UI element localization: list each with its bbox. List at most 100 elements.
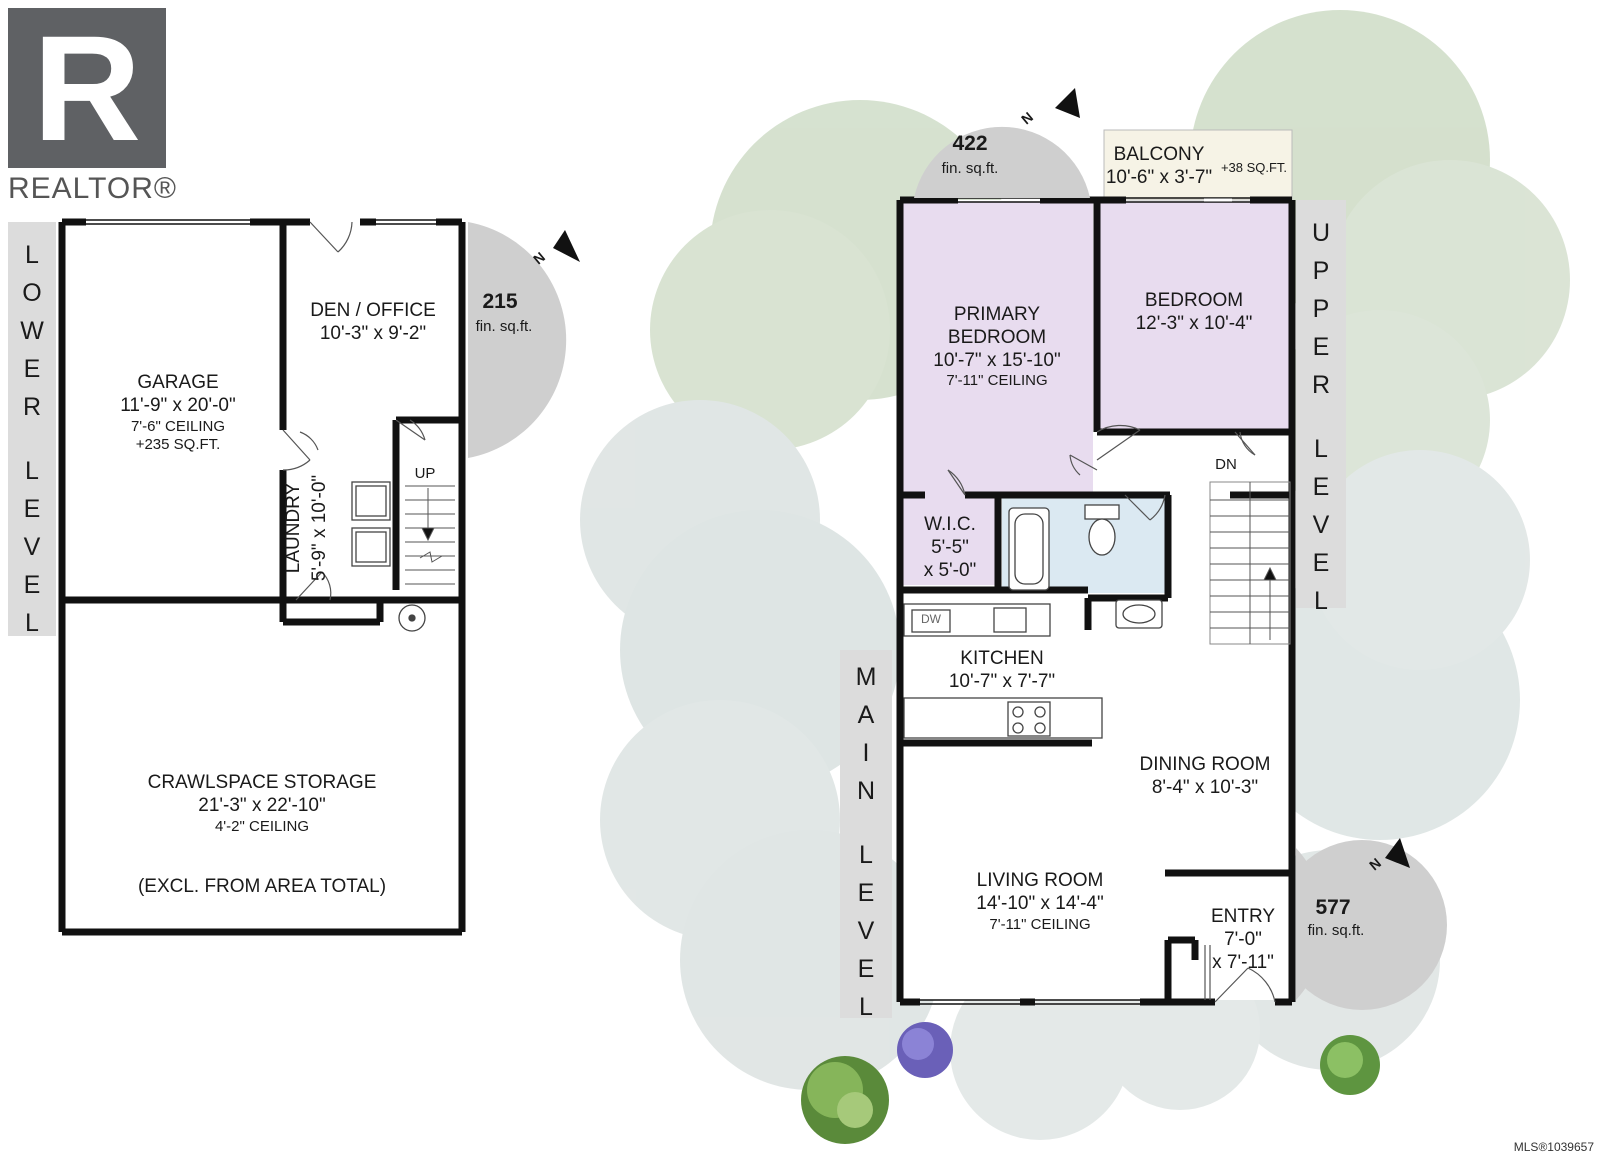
room-entry: ENTRY 7'-0" x 7'-11"	[1198, 906, 1288, 974]
level-letter: L	[1314, 587, 1328, 615]
level-letter: E	[23, 495, 41, 523]
primary-bedroom-name-1: PRIMARY	[953, 304, 1041, 325]
lower-area-unit: fin. sq.ft.	[475, 318, 533, 335]
den-dims: 10'-3" x 9'-2"	[319, 322, 427, 344]
level-letter: L	[1314, 435, 1328, 463]
garage-ceiling: 7'-6" CEILING	[130, 417, 226, 435]
dining-name: DINING ROOM	[1139, 754, 1271, 775]
dishwasher-label: DW	[921, 612, 941, 626]
primary-bedroom-ceiling: 7'-11" CEILING	[946, 372, 1048, 390]
lower-level-plan	[58, 218, 466, 936]
crawlspace-note: (EXCL. FROM AREA TOTAL)	[137, 875, 387, 897]
room-laundry: LAUNDRY 5'-9" x 10'-0"	[281, 453, 333, 603]
primary-bedroom-dims: 10'-7" x 15'-10"	[933, 349, 1061, 371]
den-name: DEN / OFFICE	[310, 300, 436, 321]
realtor-wordmark: REALTOR®	[8, 172, 178, 205]
level-letter: V	[1312, 511, 1330, 539]
living-dims: 14'-10" x 14'-4"	[976, 892, 1104, 914]
garage-extra: +235 SQ.FT.	[135, 435, 221, 453]
logo-letter: R	[32, 4, 142, 172]
main-area-unit: fin. sq.ft.	[1307, 922, 1365, 939]
crawlspace-ceiling: 4'-2" CEILING	[214, 817, 310, 835]
laundry-dims: 5'-9" x 10'-0"	[309, 474, 330, 582]
compass-lower	[468, 222, 580, 458]
level-letter: N	[856, 777, 876, 805]
room-kitchen: KITCHEN 10'-7" x 7'-7"	[904, 648, 1100, 694]
garage-dims: 11'-9" x 20'-0"	[120, 394, 236, 416]
kitchen-dims: 10'-7" x 7'-7"	[948, 670, 1056, 692]
level-letter: E	[857, 955, 875, 983]
primary-bedroom-name-2: BEDROOM	[947, 326, 1047, 348]
lower-area-value: 215	[482, 290, 518, 313]
wic-dims-1: 5'-5"	[931, 536, 969, 558]
upper-main-plan	[896, 129, 1296, 1006]
level-word-gap	[840, 810, 892, 836]
compass-main	[1296, 838, 1447, 1010]
room-garage: GARAGE 11'-9" x 20'-0" 7'-6" CEILING +23…	[72, 372, 284, 454]
level-letter: A	[857, 701, 875, 729]
compass-upper	[914, 88, 1090, 198]
level-letter: E	[1312, 549, 1330, 577]
dining-dims: 8'-4" x 10'-3"	[1151, 776, 1259, 798]
entry-name: ENTRY	[1210, 906, 1276, 927]
level-letter: I	[862, 739, 870, 767]
level-letter: P	[1312, 295, 1330, 323]
room-crawlspace: CRAWLSPACE STORAGE 21'-3" x 22'-10" 4'-2…	[62, 772, 462, 898]
level-letter: L	[859, 993, 873, 1021]
level-letter: L	[25, 609, 39, 637]
level-letter: O	[22, 279, 42, 307]
level-letter: L	[25, 241, 39, 269]
level-letter: E	[857, 879, 875, 907]
room-dining: DINING ROOM 8'-4" x 10'-3"	[1120, 754, 1290, 800]
kitchen-name: KITCHEN	[960, 648, 1044, 669]
balcony-name: BALCONY	[1113, 144, 1205, 165]
living-ceiling: 7'-11" CEILING	[989, 915, 1091, 933]
stairs-down-label: DN	[1215, 456, 1237, 473]
level-letter: V	[23, 533, 41, 561]
balcony-extra: +38 SQ.FT.	[1220, 160, 1288, 175]
crawlspace-name: CRAWLSPACE STORAGE	[147, 772, 377, 793]
wic-name: W.I.C.	[924, 514, 976, 535]
stairs-up-label: UP	[414, 465, 436, 482]
realtor-logo: R	[8, 8, 166, 168]
entry-dims-2: x 7'-11"	[1212, 951, 1274, 973]
upper-area-value: 422	[952, 132, 988, 155]
plant-decoration	[801, 1022, 1380, 1144]
bedroom-name: BEDROOM	[1144, 290, 1244, 311]
level-letter: E	[1312, 473, 1330, 501]
room-primary-bedroom: PRIMARY BEDROOM 10'-7" x 15'-10" 7'-11" …	[902, 304, 1092, 390]
level-letter: P	[1312, 257, 1330, 285]
bedroom-dims: 12'-3" x 10'-4"	[1135, 312, 1253, 334]
crawlspace-dims: 21'-3" x 22'-10"	[198, 794, 326, 816]
foliage-background	[580, 10, 1570, 1140]
level-letter: L	[25, 457, 39, 485]
main-area-value: 577	[1315, 896, 1351, 919]
room-wic: W.I.C. 5'-5" x 5'-0"	[904, 514, 996, 582]
level-letter: R	[22, 393, 42, 421]
level-letter: R	[1311, 371, 1331, 399]
mls-number: MLS®1039657	[1513, 1140, 1594, 1154]
room-den: DEN / OFFICE 10'-3" x 9'-2"	[286, 300, 460, 346]
garage-name: GARAGE	[137, 372, 219, 393]
level-word-gap	[1296, 404, 1346, 430]
upper-area-unit: fin. sq.ft.	[941, 160, 999, 177]
level-letter: U	[1311, 219, 1331, 247]
living-name: LIVING ROOM	[976, 870, 1104, 891]
level-letter: E	[23, 355, 41, 383]
level-letter: M	[855, 663, 877, 691]
room-living: LIVING ROOM 14'-10" x 14'-4" 7'-11" CEIL…	[940, 870, 1140, 934]
level-letter: W	[20, 317, 44, 345]
